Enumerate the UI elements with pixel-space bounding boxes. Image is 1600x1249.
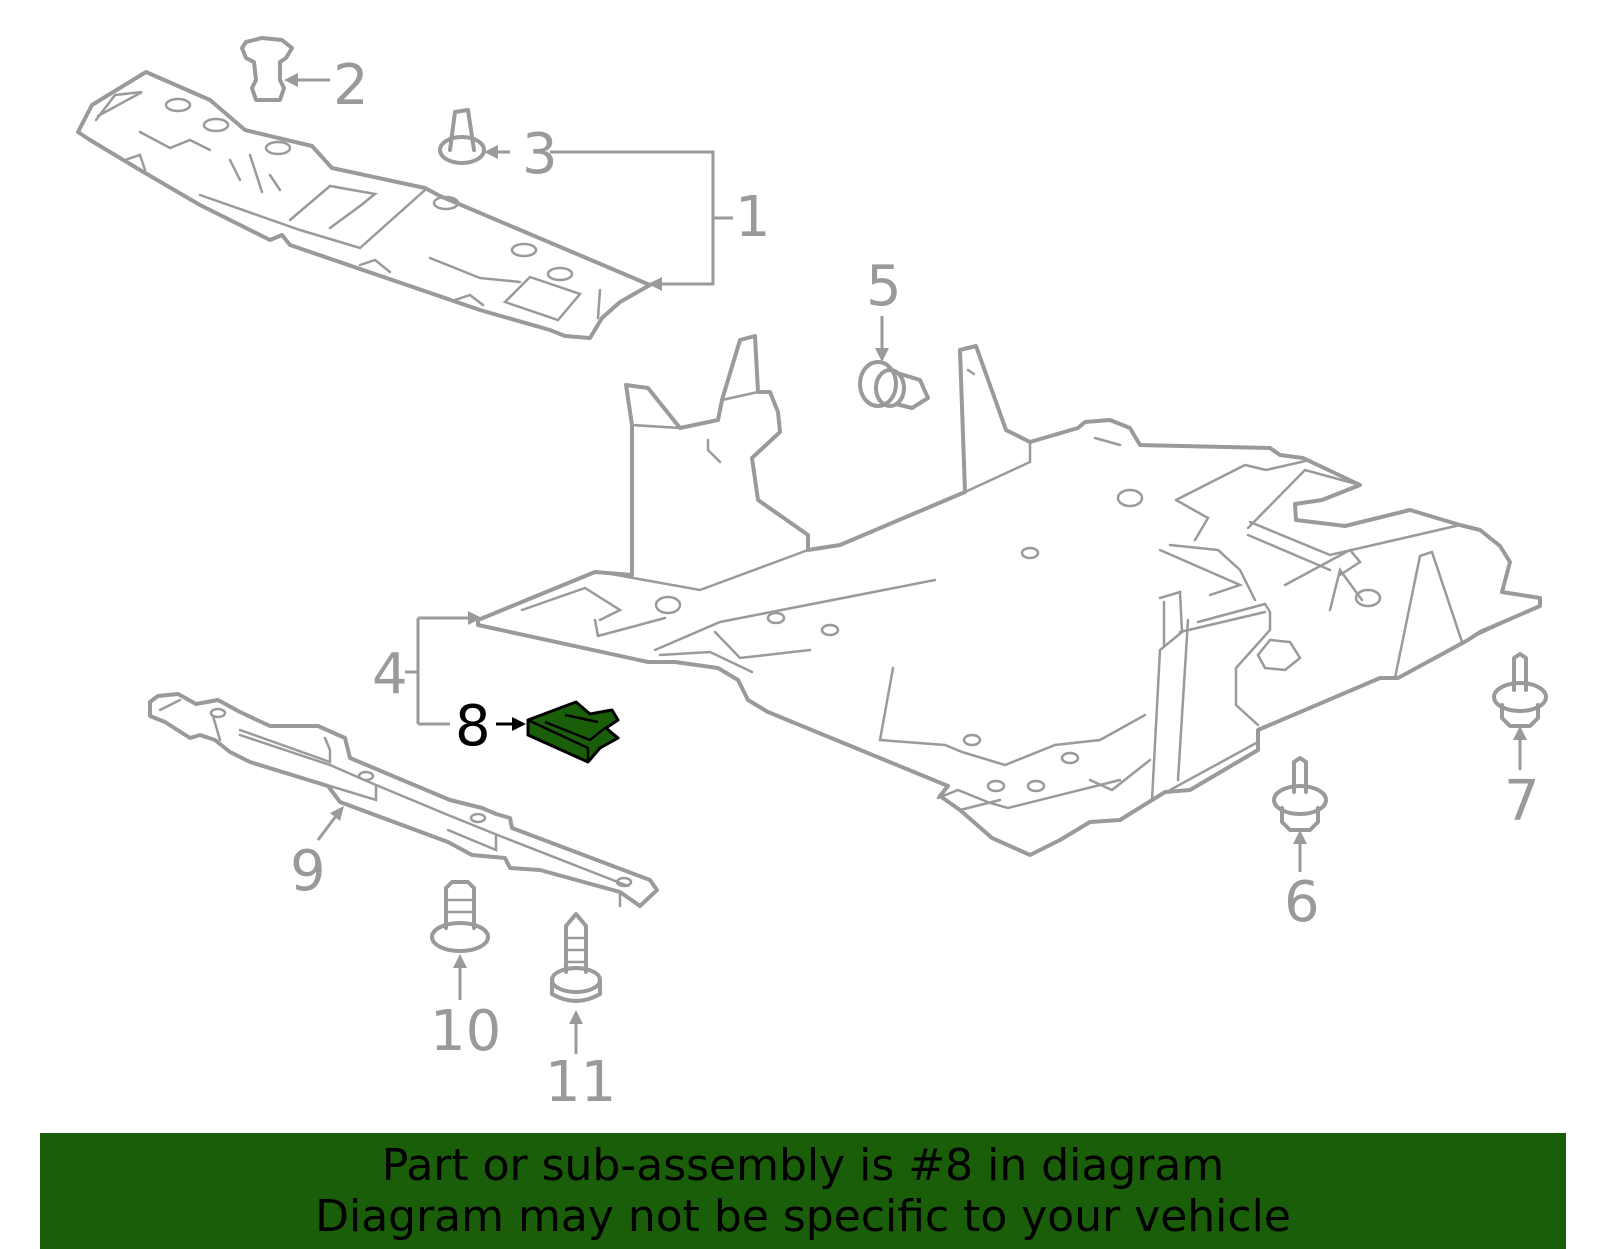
callout-2: 2: [333, 53, 369, 118]
part-8-clip-nut-highlighted: [526, 700, 620, 764]
callout-5: 5: [866, 254, 902, 319]
part-2-push-clip: [240, 36, 294, 102]
callout-labels: 1 2 3 4 5 6 7 8 9 10 11: [290, 53, 1540, 1115]
part-11-screw: [550, 912, 602, 1003]
callout-11: 11: [545, 1050, 616, 1115]
part-3-clip: [438, 108, 486, 165]
part-9-crossmember: [148, 692, 659, 908]
part-6-bolt: [1272, 756, 1328, 832]
part-1-splash-shield: [76, 70, 652, 340]
callout-10: 10: [430, 999, 501, 1064]
leader-lines: [284, 73, 1527, 1054]
callout-9: 9: [290, 839, 326, 904]
callout-7: 7: [1504, 769, 1540, 834]
part-7-bolt: [1492, 652, 1548, 728]
part-5-clip: [858, 360, 930, 410]
info-banner: Part or sub-assembly is #8 in diagram Di…: [40, 1133, 1566, 1249]
callout-1: 1: [735, 185, 771, 250]
callout-8: 8: [455, 694, 491, 759]
callout-4: 4: [372, 642, 408, 707]
part-10-bolt: [430, 880, 490, 953]
part-4-subframe: [476, 334, 1542, 857]
banner-line-disclaimer: Diagram may not be specific to your vehi…: [315, 1191, 1291, 1242]
banner-line-part-number: Part or sub-assembly is #8 in diagram: [381, 1140, 1225, 1191]
callout-6: 6: [1284, 870, 1320, 935]
callout-3: 3: [522, 122, 558, 187]
